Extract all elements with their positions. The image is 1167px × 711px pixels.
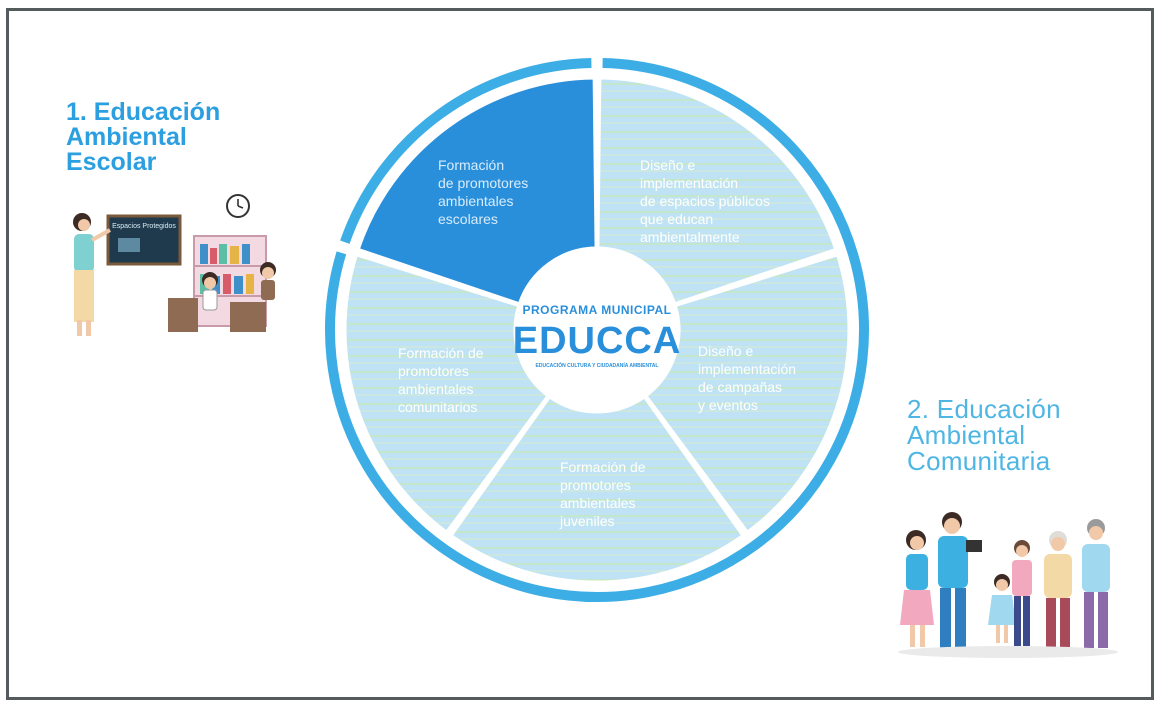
segment-label-1-line-2: de promotores: [438, 175, 528, 191]
elderly-woman-figure: [1082, 519, 1110, 648]
segment-label-5-line-3: ambientales: [398, 381, 474, 397]
elderly-man-figure: [1044, 531, 1072, 648]
community-education-heading: 2. Educación Ambiental Comunitaria: [907, 396, 1061, 474]
woman-figure: [900, 530, 934, 647]
outer-ring-arc-1: [325, 58, 869, 602]
center-logo-title: EDUCCA: [513, 320, 682, 362]
segment-label-3: Diseño e implementación de campañas y event…: [698, 343, 796, 413]
segment-label-2-line-3: de espacios públicos: [640, 193, 770, 209]
segment-label-3-line-2: implementación: [698, 361, 796, 377]
teen-figure: [1012, 540, 1032, 646]
segment-label-5: Formación de promotores ambientales comunit…: [398, 345, 484, 415]
segments-wheel: [343, 76, 851, 584]
segment-label-2: Diseño e implementación de espacios públic…: [640, 157, 770, 245]
segment-label-4-line-3: ambientales: [560, 495, 636, 511]
segment-label-3-line-4: y eventos: [698, 397, 758, 413]
school-heading-line-3: Escolar: [66, 148, 157, 176]
girl-figure: [988, 574, 1016, 643]
segment-labels: Formación de promotores ambientales escolar…: [398, 157, 796, 529]
center-program-label: PROGRAMA MUNICIPAL: [523, 303, 672, 317]
community-heading-line-3: Comunitaria: [907, 446, 1051, 476]
segment-label-4-line-4: juveniles: [559, 513, 614, 529]
center-circle: [515, 248, 679, 412]
family-illustration: [898, 512, 1118, 658]
segment-label-2-line-2: implementación: [640, 175, 738, 191]
teacher-figure: [73, 213, 111, 336]
center-logo-subtitle: EDUCACIÓN CULTURA Y CIUDADANÍA AMBIENTAL: [536, 361, 659, 369]
school-education-heading: 1. Educación Ambiental Escolar: [66, 100, 220, 175]
segment-label-3-line-1: Diseño e: [698, 343, 753, 359]
clock-icon: [226, 194, 250, 218]
outer-ring-arc-2: [340, 58, 592, 244]
segment-label-2-line-4: que educan: [640, 211, 713, 227]
segment-label-5-line-4: comunitarios: [398, 399, 477, 415]
segment-label-2-line-5: ambientalmente: [640, 229, 740, 245]
segment-label-1-line-4: escolares: [438, 211, 498, 227]
school-heading-line-2: Ambiental: [66, 123, 187, 151]
segment-label-1-line-1: Formación: [438, 157, 504, 173]
center-logo: PROGRAMA MUNICIPAL EDUCCA EDUCACIÓN CULT…: [513, 248, 682, 412]
segment-label-1: Formación de promotores ambientales escolar…: [438, 157, 528, 227]
man-figure: [938, 512, 982, 648]
chalkboard-text: Espacios Protegidos: [112, 223, 176, 230]
segment-label-3-line-3: de campañas: [698, 379, 782, 395]
segment-label-5-line-2: promotores: [398, 363, 469, 379]
segment-label-4: Formación de promotores ambientales juvenil…: [559, 459, 646, 529]
students-at-desks: [168, 262, 276, 332]
community-heading-line-1: 2. Educación: [907, 394, 1061, 424]
community-heading-line-2: Ambiental: [907, 420, 1026, 450]
segment-label-2-line-1: Diseño e: [640, 157, 695, 173]
segment-label-4-line-2: promotores: [560, 477, 631, 493]
school-heading-line-1: 1. Educación: [66, 98, 221, 126]
classroom-illustration: Espacios Protegidos: [73, 194, 276, 336]
chalkboard: Espacios Protegidos: [106, 214, 182, 266]
outer-ring: [325, 58, 869, 602]
segment-label-5-line-1: Formación de: [398, 345, 484, 361]
segment-label-1-line-3: ambientales: [438, 193, 514, 209]
segment-label-4-line-1: Formación de: [560, 459, 646, 475]
